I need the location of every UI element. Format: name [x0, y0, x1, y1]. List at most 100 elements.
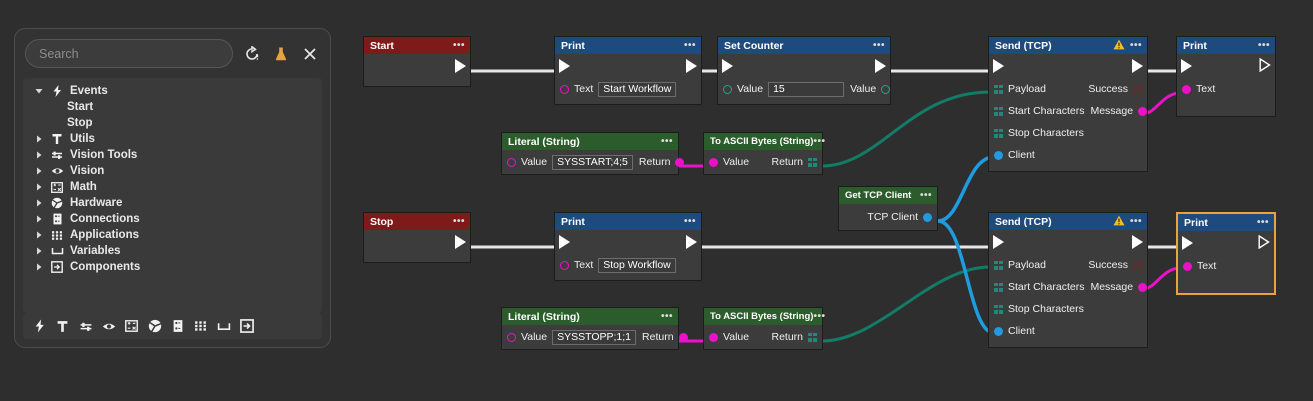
- return-out-port[interactable]: [808, 157, 817, 167]
- node-palette-panel[interactable]: Events Start Stop Utils: [14, 28, 331, 348]
- tree-item-hardware[interactable]: Hardware: [23, 195, 322, 211]
- chevron-right-icon[interactable]: [33, 247, 44, 255]
- chevron-right-icon[interactable]: [33, 231, 44, 239]
- node-print-bottom-right[interactable]: Print ••• Text: [1176, 212, 1276, 295]
- node-start[interactable]: Start •••: [363, 36, 471, 87]
- exec-in-port[interactable]: [559, 59, 570, 73]
- success-out-port[interactable]: [1133, 260, 1142, 270]
- tree-item-vision-tools[interactable]: Vision Tools: [23, 147, 322, 163]
- search-input[interactable]: [25, 39, 233, 68]
- literal-value-field[interactable]: SYSSTOPP;1;1: [552, 329, 637, 345]
- node-literal-stop[interactable]: Literal (String) ••• Value SYSSTOPP;1;1 …: [501, 307, 688, 350]
- node-menu-icon[interactable]: •••: [1257, 40, 1270, 51]
- node-category-tree[interactable]: Events Start Stop Utils: [23, 78, 322, 313]
- node-menu-icon[interactable]: •••: [452, 216, 465, 227]
- exec-in-port[interactable]: [993, 59, 1004, 73]
- return-out-port[interactable]: [808, 332, 817, 342]
- node-menu-icon[interactable]: •••: [452, 40, 465, 51]
- value-in-port[interactable]: [507, 332, 516, 342]
- tree-item-math[interactable]: Math: [23, 179, 322, 195]
- node-send-tcp-top[interactable]: Send (TCP) ••• Payload Success: [988, 36, 1148, 172]
- exec-in-port[interactable]: [993, 235, 1004, 249]
- client-in-port[interactable]: [994, 326, 1003, 336]
- message-out-port[interactable]: [1138, 282, 1148, 292]
- node-menu-icon[interactable]: •••: [1129, 40, 1142, 51]
- exec-out-port[interactable]: [1132, 59, 1143, 73]
- node-header[interactable]: Send (TCP) •••: [989, 213, 1147, 230]
- client-in-port[interactable]: [994, 150, 1003, 160]
- node-header[interactable]: Start •••: [364, 37, 470, 54]
- value-out-port[interactable]: [881, 84, 891, 94]
- refresh-icon[interactable]: [242, 44, 262, 64]
- lightning-icon[interactable]: [32, 319, 47, 334]
- exec-in-port[interactable]: [722, 59, 733, 73]
- variables-icon[interactable]: [216, 319, 231, 334]
- node-header[interactable]: Print •••: [555, 213, 701, 230]
- node-header[interactable]: Literal (String) •••: [502, 308, 678, 325]
- node-header[interactable]: Set Counter •••: [718, 37, 890, 54]
- node-menu-icon[interactable]: •••: [683, 216, 696, 227]
- exec-in-port[interactable]: [1181, 59, 1192, 73]
- value-field[interactable]: 15: [768, 81, 845, 97]
- connections-icon[interactable]: [170, 319, 185, 334]
- tree-item-start[interactable]: Start: [23, 99, 322, 115]
- exec-out-port[interactable]: [455, 235, 466, 249]
- node-ascii-bytes-stop[interactable]: To ASCII Bytes (String) ••• Value Return: [703, 307, 825, 350]
- tree-item-components[interactable]: Components: [23, 259, 322, 275]
- tree-item-connections[interactable]: Connections: [23, 211, 322, 227]
- tree-item-vision[interactable]: Vision: [23, 163, 322, 179]
- node-set-counter[interactable]: Set Counter ••• Value 15 Value: [717, 36, 891, 105]
- math-icon[interactable]: [124, 319, 139, 334]
- return-out-port[interactable]: [678, 332, 688, 342]
- chevron-right-icon[interactable]: [33, 263, 44, 271]
- text-in-port[interactable]: [560, 84, 569, 94]
- grid-icon[interactable]: [193, 319, 208, 334]
- chevron-right-icon[interactable]: [33, 215, 44, 223]
- palette-footer-toolbar[interactable]: [23, 313, 322, 339]
- eye-icon[interactable]: [101, 319, 116, 334]
- node-header[interactable]: Print •••: [1177, 37, 1275, 54]
- node-header[interactable]: Print •••: [1178, 214, 1274, 231]
- node-header[interactable]: Stop •••: [364, 213, 470, 230]
- chevron-right-icon[interactable]: [33, 183, 44, 191]
- text-in-port[interactable]: [1182, 84, 1191, 94]
- node-header[interactable]: To ASCII Bytes (String) •••: [704, 133, 826, 150]
- warning-icon[interactable]: [1113, 215, 1125, 229]
- node-menu-icon[interactable]: •••: [660, 311, 673, 322]
- node-print-stop[interactable]: Print ••• Text Stop Workflow: [554, 212, 702, 281]
- node-menu-icon[interactable]: •••: [813, 136, 826, 147]
- value-in-port[interactable]: [507, 157, 516, 167]
- components-icon[interactable]: [239, 319, 254, 334]
- message-out-port[interactable]: [1138, 106, 1148, 116]
- vision-tools-icon[interactable]: [78, 319, 93, 334]
- exec-in-port[interactable]: [1182, 236, 1193, 250]
- payload-in-port[interactable]: [994, 260, 1003, 270]
- start-characters-in-port[interactable]: [994, 282, 1003, 292]
- exec-in-port[interactable]: [559, 235, 570, 249]
- stop-characters-in-port[interactable]: [994, 304, 1003, 314]
- node-menu-icon[interactable]: •••: [872, 40, 885, 51]
- success-out-port[interactable]: [1133, 84, 1142, 94]
- stop-characters-in-port[interactable]: [994, 128, 1003, 138]
- node-send-tcp-bottom[interactable]: Send (TCP) ••• Payload Success: [988, 212, 1148, 348]
- chevron-down-icon[interactable]: [33, 87, 44, 95]
- node-menu-icon[interactable]: •••: [1256, 217, 1269, 228]
- close-icon[interactable]: [300, 44, 320, 64]
- node-header[interactable]: To ASCII Bytes (String) •••: [704, 308, 825, 325]
- chevron-right-icon[interactable]: [33, 135, 44, 143]
- chevron-right-icon[interactable]: [33, 199, 44, 207]
- exec-out-port[interactable]: [875, 59, 886, 73]
- chevron-right-icon[interactable]: [33, 151, 44, 159]
- aperture-icon[interactable]: [147, 319, 162, 334]
- node-get-tcp-client[interactable]: Get TCP Client ••• TCP Client: [838, 186, 938, 231]
- node-literal-start[interactable]: Literal (String) ••• Value SYSSTART;4;5 …: [501, 132, 685, 175]
- node-menu-icon[interactable]: •••: [683, 40, 696, 51]
- text-value-field[interactable]: Start Workflow: [598, 81, 677, 97]
- exec-out-port[interactable]: [686, 59, 697, 73]
- exec-out-port[interactable]: [1258, 234, 1270, 252]
- exec-out-port[interactable]: [686, 235, 697, 249]
- warning-icon[interactable]: [1113, 39, 1125, 53]
- node-header[interactable]: Get TCP Client •••: [839, 187, 937, 204]
- tree-item-events[interactable]: Events: [23, 83, 322, 99]
